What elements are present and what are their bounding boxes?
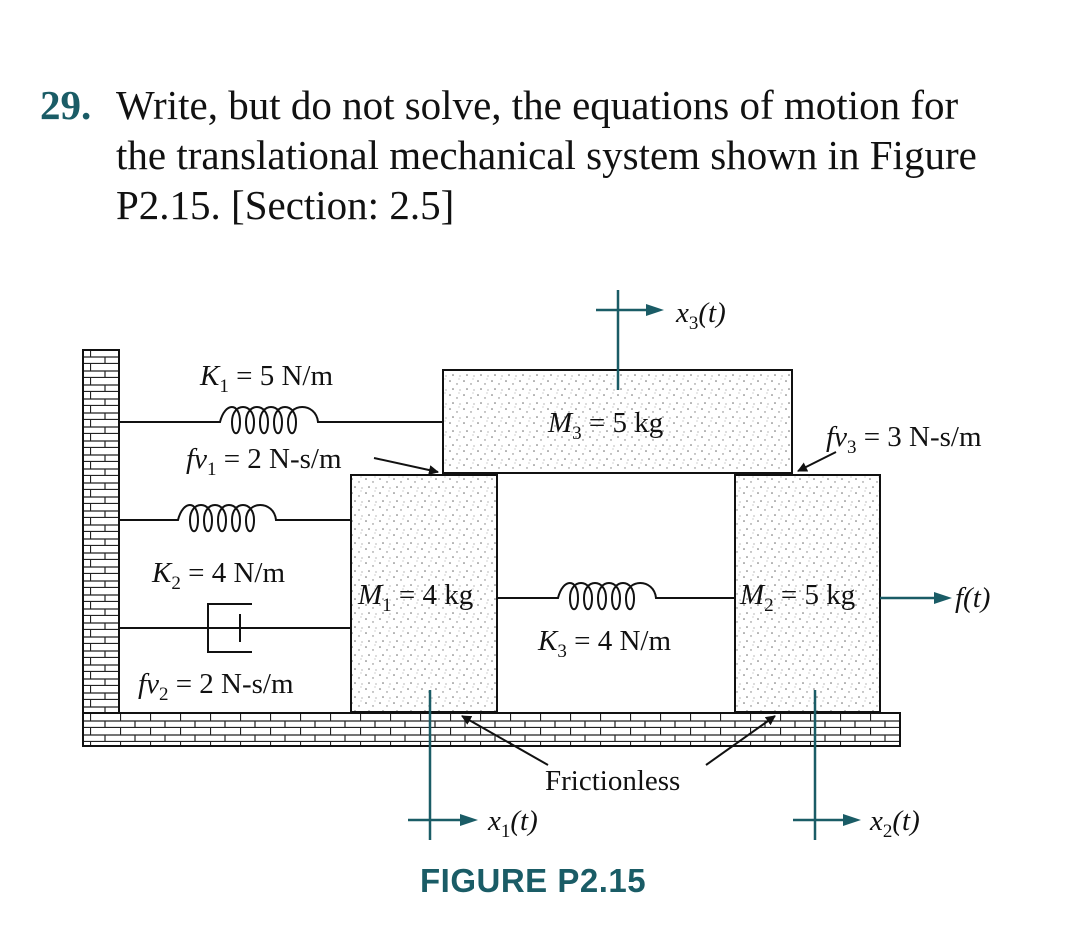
label-fv1: fv1 = 2 N-s/m [186, 443, 342, 480]
wall [82, 349, 120, 747]
damper-fv2 [119, 603, 351, 653]
spring-k3 [497, 582, 735, 611]
mass-m2 [734, 474, 881, 713]
problem-line-3: P2.15. [Section: 2.5] [116, 182, 455, 228]
figure-caption: FIGURE P2.15 [420, 862, 647, 899]
label-x2: x2(t) [869, 805, 920, 842]
label-frictionless: Frictionless [545, 765, 680, 797]
label-k3: K3 = 4 N/m [537, 625, 671, 662]
label-force: f(t) [955, 582, 990, 614]
fv1-leader [373, 457, 439, 475]
problem-line-1: Write, but do not solve, the equations o… [116, 82, 959, 128]
force-arrowhead [934, 592, 952, 604]
frictionless-leader-left [461, 715, 549, 766]
x3-arrowhead [646, 304, 664, 316]
label-x3: x3(t) [675, 297, 726, 334]
frictionless-leader-right [705, 715, 776, 766]
fv3-leader [797, 451, 837, 472]
ground [82, 712, 901, 747]
label-m2: M2 = 5 kg [739, 579, 855, 616]
problem-number: 29. [40, 82, 92, 128]
label-m3: M3 = 5 kg [547, 407, 663, 444]
problem-line-2: the translational mechanical system show… [116, 132, 977, 178]
label-x1: x1(t) [487, 805, 538, 842]
mass-m1 [350, 474, 498, 713]
label-fv2: fv2 = 2 N-s/m [138, 668, 294, 705]
x2-arrowhead [843, 814, 861, 826]
label-fv3: fv3 = 3 N-s/m [826, 421, 982, 458]
label-m1: M1 = 4 kg [357, 579, 473, 616]
x1-arrowhead [460, 814, 478, 826]
spring-k1 [119, 406, 443, 435]
label-k2: K2 = 4 N/m [151, 557, 285, 594]
label-k1: K1 = 5 N/m [199, 360, 333, 397]
spring-k2 [119, 504, 351, 533]
